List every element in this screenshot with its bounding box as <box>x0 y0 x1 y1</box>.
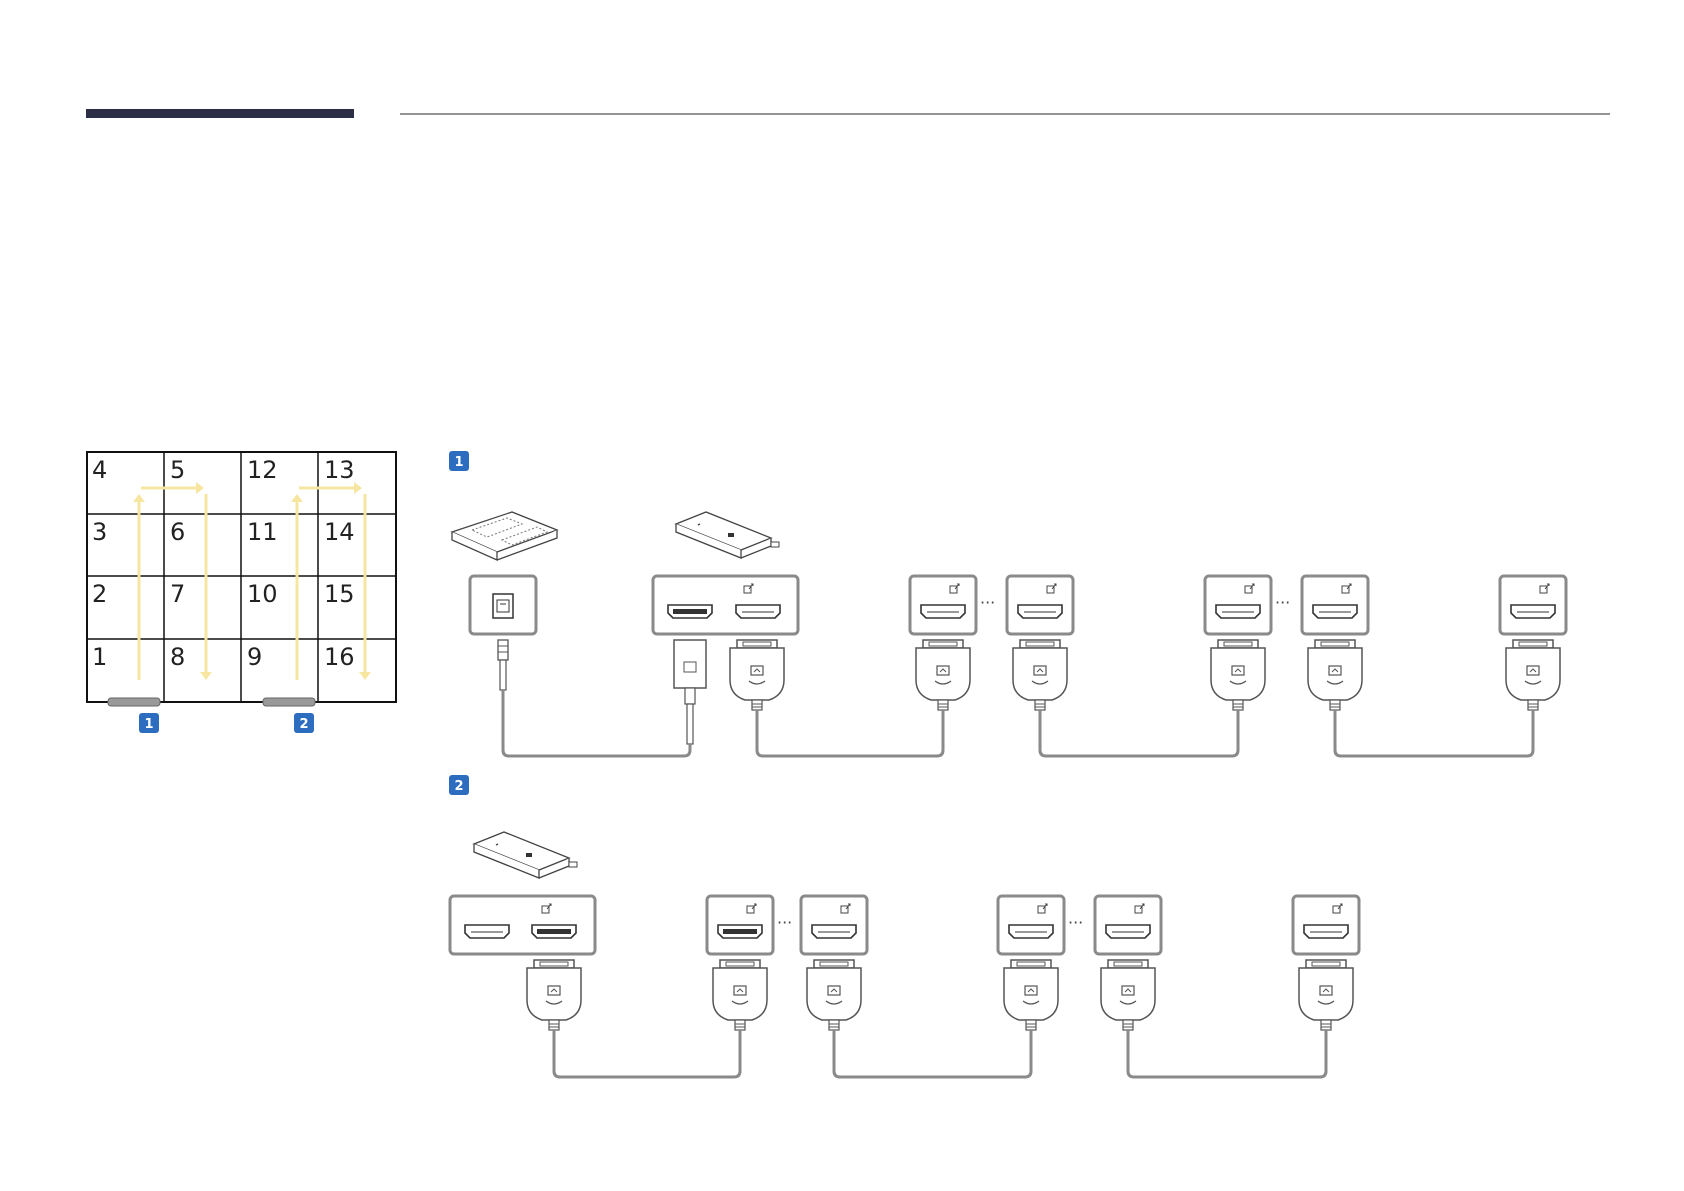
hdmi-plug <box>916 640 970 710</box>
network-dongle-icon <box>474 832 577 878</box>
grid-cell-label: 12 <box>247 456 278 484</box>
hdmi-plug <box>1506 640 1560 710</box>
hdmi-plug <box>1013 640 1067 710</box>
display-port-box <box>910 576 976 634</box>
media-box-icon <box>452 512 557 560</box>
display-port-box <box>1293 896 1359 954</box>
svg-text:1: 1 <box>454 455 463 470</box>
ellipsis: ··· <box>1068 913 1083 932</box>
grid-cell-label: 2 <box>92 580 107 608</box>
lan-adapter-plug <box>674 640 706 744</box>
lan-port-box <box>470 576 536 634</box>
dongle-slot-2 <box>263 698 315 706</box>
ellipsis: ··· <box>1275 593 1290 612</box>
hdmi-plug <box>807 960 861 1030</box>
grid-cell-label: 16 <box>324 643 355 671</box>
grid-cell-label: 13 <box>324 456 355 484</box>
cable-run <box>503 690 1533 756</box>
lan-cable-plug <box>498 640 508 690</box>
dongle-slot-1 <box>108 698 160 706</box>
grid-cell-label: 8 <box>170 643 185 671</box>
ellipsis: ··· <box>980 593 995 612</box>
svg-text:2: 2 <box>454 779 463 794</box>
grid-cell-label: 15 <box>324 580 355 608</box>
grid-cell-label: 11 <box>247 518 278 546</box>
grid-cell-label: 14 <box>324 518 355 546</box>
header-accent-bar <box>86 109 354 118</box>
video-wall-grid: 4 5 12 13 3 6 11 14 2 7 10 15 1 8 9 16 <box>87 452 396 706</box>
display-port-box <box>801 896 867 954</box>
grid-badge-2: 2 <box>294 713 314 733</box>
hdmi-plug <box>1101 960 1155 1030</box>
grid-cell-label: 3 <box>92 518 107 546</box>
hdmi-plug <box>730 640 784 710</box>
hdmi-plug <box>1308 640 1362 710</box>
section-badge-1: 1 <box>449 451 469 471</box>
display-port-box <box>1302 576 1368 634</box>
hdmi-plug <box>1299 960 1353 1030</box>
display-port-box <box>1007 576 1073 634</box>
cable-run <box>554 1030 1326 1077</box>
display-port-box <box>998 896 1064 954</box>
display-port-box <box>1500 576 1566 634</box>
grid-cell-label: 7 <box>170 580 185 608</box>
svg-text:1: 1 <box>144 717 153 732</box>
hdmi-plug <box>527 960 581 1030</box>
display-port-box <box>1095 896 1161 954</box>
dongle-port-box <box>653 576 798 634</box>
hdmi-plug <box>1211 640 1265 710</box>
hdmi-plug <box>713 960 767 1030</box>
hdmi-plug <box>1004 960 1058 1030</box>
svg-text:2: 2 <box>299 717 308 732</box>
grid-cell-label: 9 <box>247 643 262 671</box>
grid-badge-1: 1 <box>139 713 159 733</box>
section-badge-2: 2 <box>449 775 469 795</box>
dongle-port-box <box>450 896 595 954</box>
grid-cell-label: 10 <box>247 580 278 608</box>
ellipsis: ··· <box>777 913 792 932</box>
grid-cell-label: 4 <box>92 456 107 484</box>
network-dongle-icon <box>676 512 779 558</box>
display-port-box <box>707 896 773 954</box>
grid-cell-label: 6 <box>170 518 185 546</box>
grid-cell-label: 5 <box>170 456 185 484</box>
display-port-box <box>1205 576 1271 634</box>
grid-cell-label: 1 <box>92 643 107 671</box>
